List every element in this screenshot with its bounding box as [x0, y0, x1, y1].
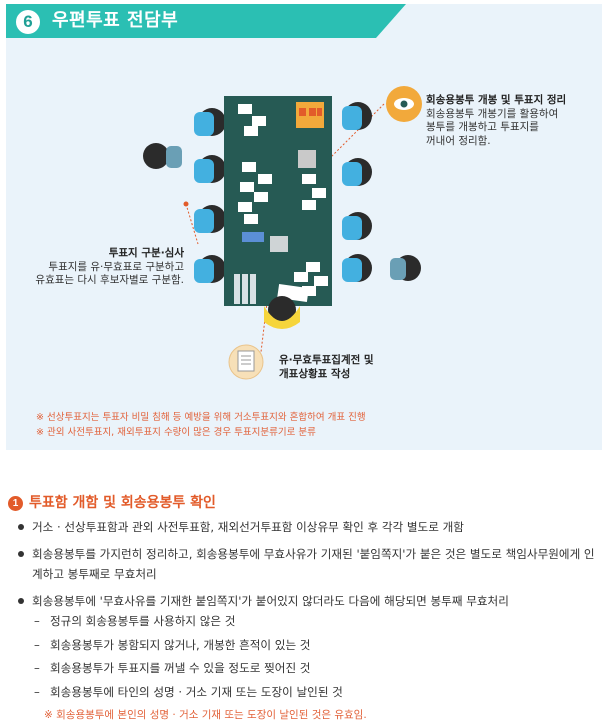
calculator — [270, 236, 288, 252]
section-number: 1 — [8, 496, 23, 511]
ballot-papers — [238, 104, 328, 303]
list-item: 회송용봉투에 '무효사유를 기재한 붙임쪽지'가 붙어있지 않더라도 다음에 해… — [18, 591, 598, 611]
annotation-line: 유·무효투표집계전 및 — [279, 354, 374, 366]
illustration-panel: 6 우편투표 전담부 — [6, 4, 602, 450]
header-number: 6 — [14, 8, 42, 36]
header-banner — [6, 4, 406, 38]
workers-right — [342, 102, 421, 282]
sub-list-item: 회송용봉투가 봉함되지 않거나, 개봉한 흔적이 있는 것 — [34, 635, 594, 659]
annotation-line: 꺼내어 정리함. — [426, 134, 491, 147]
panel-notes: ※ 선상투표지는 투표자 비밀 침해 등 예방을 위해 거소투표지와 혼합하여 … — [36, 410, 366, 440]
annotation-line: 투표지를 유·무효표로 구분하고 — [48, 260, 184, 273]
list-item: 거소 · 선상투표함과 관외 사전투표함, 재외선거투표함 이상유무 확인 후 … — [18, 517, 598, 537]
annotation-title: 투표지 구분·심사 — [108, 247, 184, 259]
counting-table-illustration — [143, 86, 422, 380]
note-line: ※ 관외 사전투표지, 재외투표지 수량이 많은 경우 투표지분류기로 분류 — [36, 427, 316, 438]
sub-list-item: 회송용봉투가 투표지를 꺼낼 수 있을 정도로 찢어진 것 — [34, 658, 594, 682]
worker-front — [268, 296, 296, 324]
note-line: ※ 선상투표지는 투표자 비밀 침해 등 예방을 위해 거소투표지와 혼합하여 … — [36, 412, 366, 423]
annotation-line: 봉투를 개봉하고 투표지를 — [426, 121, 539, 133]
sub-list: 정규의 회송용봉투를 사용하지 않은 것 회송용봉투가 봉함되지 않거나, 개봉… — [34, 611, 594, 705]
workers-left — [143, 108, 226, 283]
document-icon — [228, 344, 264, 380]
panel-header: 6 우편투표 전담부 — [6, 4, 406, 38]
annotation-line: 유효표는 다시 후보자별로 구분함. — [35, 274, 184, 286]
annotation-line: 개표상황표 작성 — [279, 367, 351, 380]
bullet-list: 거소 · 선상투표함과 관외 사전투표함, 재외선거투표함 이상유무 확인 후 … — [18, 517, 598, 618]
annotation-line: 회송용봉투 개봉기를 활용하여 — [426, 107, 559, 120]
connector-line-sorting — [185, 203, 199, 245]
envelope-opener — [298, 150, 316, 168]
list-item: 회송용봉투를 가지런히 정리하고, 회송용봉투에 무효사유가 기재된 '붙임쪽지… — [18, 544, 598, 584]
section-title-text: 투표함 개함 및 회송용봉투 확인 — [29, 495, 216, 511]
connector-line-opening — [325, 103, 385, 163]
eye-icon — [386, 86, 422, 122]
foot-note: ※ 회송용봉투에 본인의 성명 · 거소 기재 또는 도장이 날인된 것은 유효… — [44, 709, 367, 721]
sub-list-item: 정규의 회송용봉투를 사용하지 않은 것 — [34, 611, 594, 635]
annotation-envelope-opening: 회송용봉투 개봉 및 투표지 정리 회송용봉투 개봉기를 활용하여 봉투를 개봉… — [426, 94, 601, 148]
annotation-ballot-sorting: 투표지 구분·심사 투표지를 유·무효표로 구분하고 유효표는 다시 후보자별로… — [26, 247, 184, 288]
annotation-title: 회송용봉투 개봉 및 투표지 정리 — [426, 94, 567, 106]
annotation-tally: 유·무효투표집계전 및 개표상황표 작성 — [279, 354, 399, 381]
trays — [234, 274, 256, 304]
stamp-pad — [242, 232, 264, 242]
section-title: 1 투표함 개함 및 회송용봉투 확인 — [8, 492, 216, 512]
sub-list-item: 회송용봉투에 타인의 성명 · 거소 기재 또는 도장이 날인된 것 — [34, 682, 594, 706]
page-title: 우편투표 전담부 — [52, 10, 179, 31]
